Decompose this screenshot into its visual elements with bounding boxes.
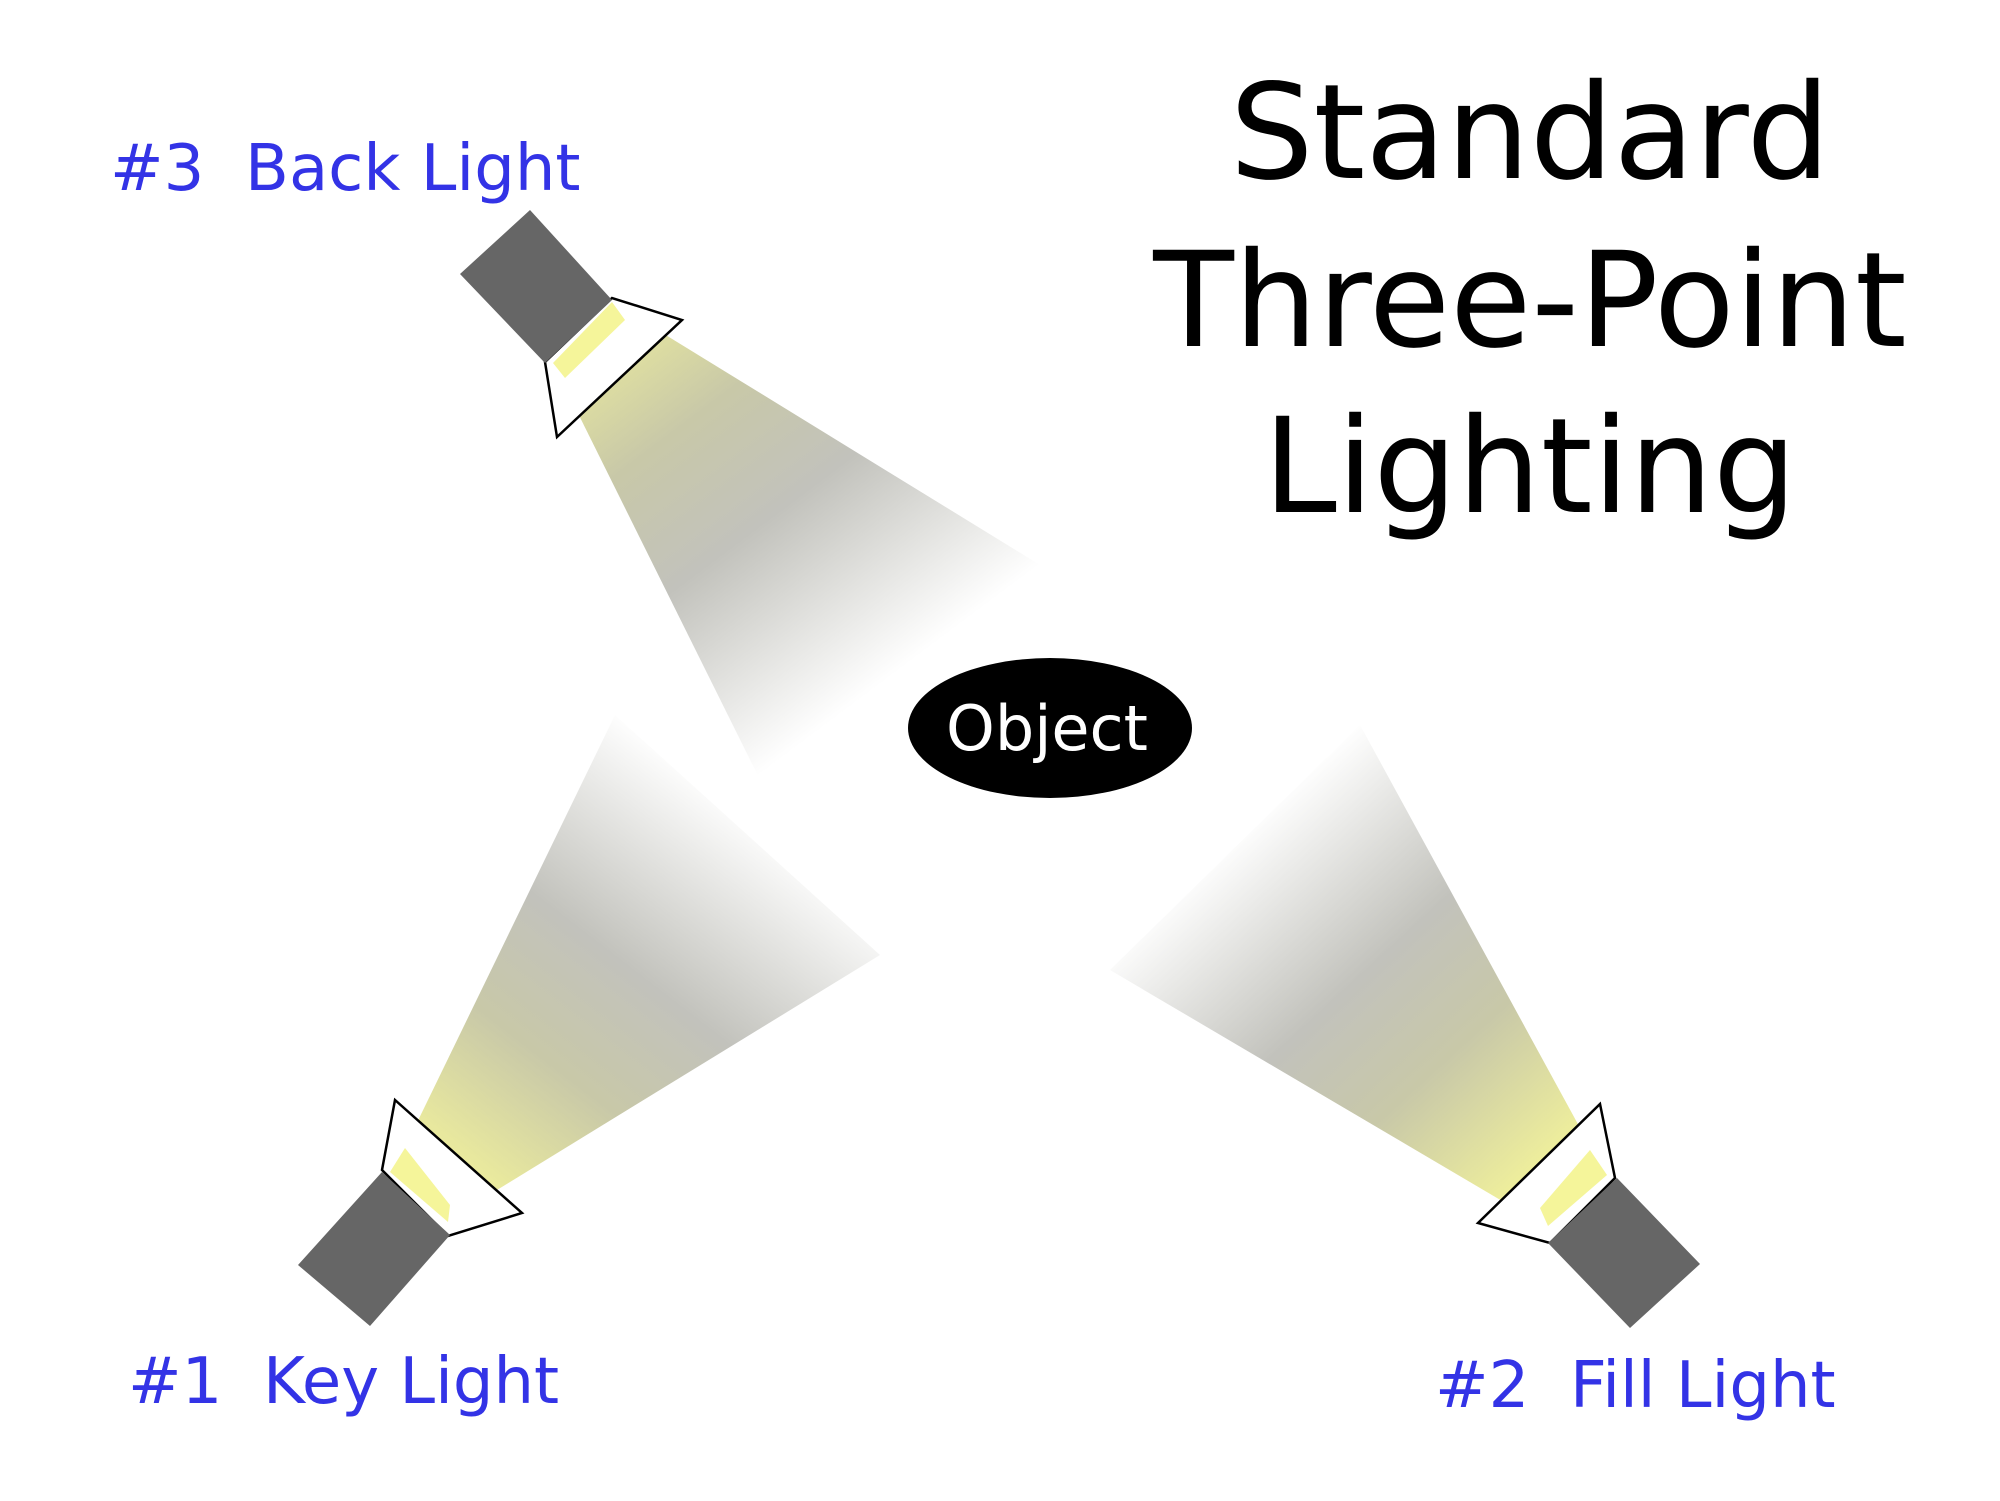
object-ellipse xyxy=(908,658,1192,798)
title-line-3: Lighting xyxy=(1263,390,1797,544)
key-light-lamp xyxy=(298,1097,525,1326)
back-light-lamp xyxy=(460,210,685,440)
back-light-label: #3 Back Light xyxy=(110,132,580,206)
key-light-label: #1 Key Light xyxy=(128,1345,559,1419)
fill-light-label: #2 Fill Light xyxy=(1435,1349,1836,1423)
title-line-2: Three-Point xyxy=(1152,224,1906,378)
diagram-title: Standard Three-Point Lighting xyxy=(1152,56,1906,544)
fill-light-housing xyxy=(1548,1178,1700,1328)
back-light-housing xyxy=(460,210,612,363)
object-label: Object xyxy=(946,692,1148,765)
key-light-housing xyxy=(298,1172,450,1326)
title-line-1: Standard xyxy=(1230,56,1831,210)
fill-light-beam xyxy=(1110,725,1603,1228)
object-node: Object xyxy=(908,658,1192,798)
fill-light-lamp xyxy=(1475,1101,1700,1328)
back-light-beam xyxy=(553,302,1040,820)
key-light-beam xyxy=(393,715,880,1220)
